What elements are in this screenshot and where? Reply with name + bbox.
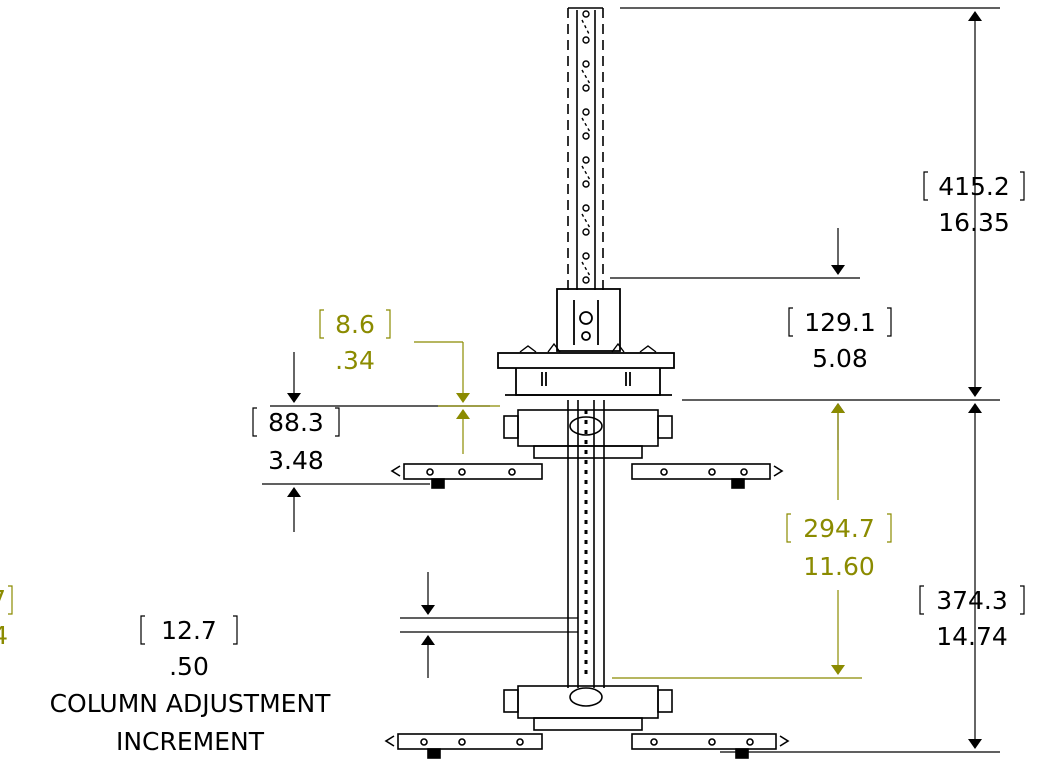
column-collar <box>556 288 621 352</box>
dim-column-offset-imperial: 5.08 <box>812 344 868 373</box>
dim-plate-gap-imperial: .34 <box>335 346 375 375</box>
dim-clamp-height-metric: 88.3 <box>268 408 324 437</box>
dim-increment-imperial: .50 <box>169 652 209 681</box>
dim-travel-imperial: 11.60 <box>803 552 875 581</box>
lower-bracket-arms <box>384 733 790 759</box>
dim-column-offset-metric: 129.1 <box>804 308 876 337</box>
dim-cut-left-imperial: 4 <box>0 621 8 650</box>
dim-lower-span-metric: 374.3 <box>936 586 1008 615</box>
dim-travel-metric: 294.7 <box>803 514 875 543</box>
increment-note-line1: COLUMN ADJUSTMENT <box>50 689 332 718</box>
dim-clamp-height-imperial: 3.48 <box>268 446 324 475</box>
lower-clamp-assembly <box>503 685 673 731</box>
dim-lower-span-imperial: 14.74 <box>936 622 1008 651</box>
upper-column <box>567 7 604 290</box>
increment-note-line2: INCREMENT <box>116 727 265 756</box>
dim-increment-metric: 12.7 <box>161 616 217 645</box>
dim-top-span-imperial: 16.35 <box>938 208 1010 237</box>
ceiling-plate <box>497 342 675 396</box>
upper-bracket-arms <box>390 463 784 489</box>
dim-top-span-metric: 415.2 <box>938 172 1010 201</box>
column-adjustment-holes <box>581 10 591 284</box>
upper-clamp-assembly <box>503 409 673 459</box>
dim-cut-left-metric: 7 <box>0 585 6 614</box>
dim-lines-accent <box>8 309 892 679</box>
lower-column <box>567 400 605 688</box>
dim-plate-gap-metric: 8.6 <box>335 310 375 339</box>
